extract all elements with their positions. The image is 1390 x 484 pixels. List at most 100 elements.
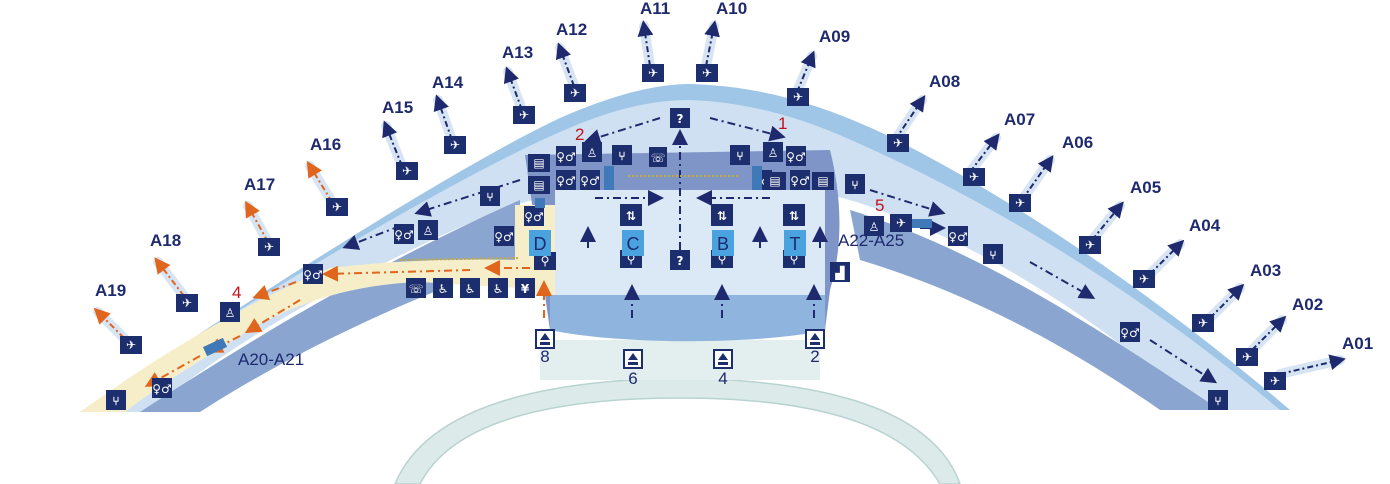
lounge-icon[interactable]: ♙ <box>763 142 783 162</box>
svg-text:⚲: ⚲ <box>627 252 636 266</box>
svg-text:✈: ✈ <box>402 164 412 178</box>
departure-plane-icon: ✈ <box>1079 236 1101 254</box>
restroom-icon[interactable]: ♀♂ <box>790 170 810 190</box>
gate-a14[interactable]: ✈ A14 <box>432 73 466 154</box>
departure-plane-icon: ✈ <box>564 84 586 102</box>
shop-icon[interactable]: ▤ <box>528 176 550 194</box>
svg-text:♙: ♙ <box>869 220 880 234</box>
gate-a04[interactable]: ✈A04 <box>1133 216 1221 288</box>
svg-text:♿: ♿ <box>438 282 449 296</box>
gate-a09[interactable]: ✈A09 <box>787 27 850 106</box>
restroom-icon[interactable]: ♀♂ <box>152 378 172 398</box>
restaurant-icon[interactable]: ⑂ <box>845 174 865 194</box>
area-label: A20-A21 <box>238 350 304 369</box>
gate-a01[interactable]: ✈A01 <box>1264 334 1373 390</box>
svg-text:⑂: ⑂ <box>989 248 996 262</box>
gate-label: A14 <box>432 73 464 92</box>
restaurant-icon[interactable]: ⑂ <box>1208 390 1228 410</box>
restroom-icon[interactable]: ♀♂ <box>556 170 576 190</box>
gate-a05[interactable]: ✈A05 <box>1079 178 1161 254</box>
entrance-4[interactable]: 4 <box>713 349 733 388</box>
svg-text:✈: ✈ <box>969 170 979 184</box>
lounge-icon[interactable]: ♙ <box>418 220 438 240</box>
baggage-icon[interactable]: ⚲ <box>534 252 556 270</box>
phone-icon[interactable]: ☏ <box>649 147 667 167</box>
escalator-icon[interactable] <box>752 166 762 190</box>
gate-a18[interactable]: ✈A18 <box>150 231 198 312</box>
elevator-icon[interactable]: ⇅ <box>620 204 642 226</box>
departure-plane-icon: ✈ <box>326 198 348 216</box>
gate-label: A16 <box>310 135 341 154</box>
gate-a06[interactable]: ✈A06 <box>1009 133 1093 212</box>
gate-a16[interactable]: ✈ A16 <box>305 135 348 216</box>
restroom-icon[interactable]: ♀♂ <box>303 264 323 284</box>
zone-c[interactable]: C <box>622 230 644 256</box>
restroom-icon[interactable]: ♀♂ <box>394 224 414 244</box>
gate-a17[interactable]: ✈A17 <box>243 175 280 256</box>
shop-icon[interactable]: ▤ <box>764 172 786 190</box>
elevator-icon[interactable]: ⇅ <box>783 204 805 226</box>
restaurant-icon[interactable]: ⑂ <box>480 186 500 206</box>
restaurant-icon[interactable]: ⑂ <box>106 390 126 410</box>
gate-a10[interactable]: ✈A10 <box>696 0 747 82</box>
gate-a13[interactable]: ✈A13 <box>502 43 535 124</box>
info-icon[interactable]: ? <box>670 250 690 270</box>
restaurant-icon[interactable]: ⑂ <box>983 244 1003 264</box>
restroom-icon[interactable]: ♀♂ <box>494 226 514 246</box>
currency-exchange-icon[interactable]: ¥ <box>515 278 535 298</box>
pier-inner-west <box>140 200 520 412</box>
zone-b[interactable]: B <box>712 230 734 256</box>
zone-t[interactable]: T <box>784 230 806 256</box>
escalator-icon[interactable] <box>202 337 228 357</box>
gate-a19[interactable]: ✈A19 <box>93 281 142 354</box>
svg-text:▤: ▤ <box>533 156 544 170</box>
escalator-icon[interactable] <box>535 198 545 208</box>
entrance-2[interactable]: 2 <box>805 329 825 366</box>
restroom-icon[interactable]: ♀♂ <box>786 146 806 166</box>
info-icon[interactable]: ? <box>670 108 690 128</box>
gate-a03[interactable]: ✈A03 <box>1192 261 1281 332</box>
entrance-6[interactable]: 6 <box>623 349 643 388</box>
escalator-icon[interactable] <box>912 219 932 228</box>
restroom-icon[interactable]: ♀♂ <box>1120 322 1140 342</box>
restroom-icon[interactable]: ♀♂ <box>524 206 544 226</box>
zone-d[interactable]: D <box>529 230 551 256</box>
phone-icon[interactable]: ☏ <box>406 278 426 298</box>
svg-text:♀♂: ♀♂ <box>394 228 414 242</box>
svg-text:♀♂: ♀♂ <box>786 150 806 164</box>
departure-plane-icon: ✈ <box>513 106 535 124</box>
gate-stem <box>153 257 189 301</box>
wheelchair-icon[interactable]: ♿ <box>433 278 453 298</box>
departure-plane-icon: ✈ <box>642 64 664 82</box>
departure-plane-icon[interactable]: ✈ <box>890 214 912 232</box>
wheelchair-icon[interactable]: ♿ <box>460 278 480 298</box>
entrance-8[interactable]: 8 <box>535 329 555 366</box>
stairs-icon[interactable]: ▟ <box>830 262 850 282</box>
elevator-icon[interactable]: ⇅ <box>711 204 733 226</box>
gate-a02[interactable]: ✈A02 <box>1236 295 1323 366</box>
lounge-icon[interactable]: ♙ <box>582 142 602 162</box>
zone-letter: D <box>534 234 547 254</box>
svg-text:♿: ♿ <box>493 282 504 296</box>
shop-icon[interactable]: ▤ <box>528 154 550 172</box>
restaurant-icon[interactable]: ⑂ <box>612 145 632 165</box>
restroom-icon[interactable]: ♀♂ <box>580 170 600 190</box>
gate-a15[interactable]: ✈A15 <box>381 98 418 180</box>
lounge-icon[interactable]: ♙ <box>864 216 884 236</box>
gate-a07[interactable]: ✈A07 <box>963 110 1035 186</box>
lounge-icon[interactable]: ♙ <box>220 302 240 322</box>
gate-arrow <box>503 66 523 111</box>
lounge-number: 2 <box>575 125 584 144</box>
departure-plane-icon: ✈ <box>444 136 466 154</box>
shop-icon[interactable]: ▤ <box>812 172 834 190</box>
escalator-icon[interactable] <box>604 166 614 190</box>
gate-a08[interactable]: ✈A08 <box>887 72 960 152</box>
gate-a11[interactable]: ✈A11 <box>637 0 670 82</box>
restaurant-icon[interactable]: ⑂ <box>730 145 750 165</box>
restroom-icon[interactable]: ♀♂ <box>948 226 968 246</box>
gate-a12[interactable]: ✈A12 <box>555 20 587 102</box>
wheelchair-icon[interactable]: ♿ <box>488 278 508 298</box>
svg-text:⑂: ⑂ <box>112 394 119 408</box>
restroom-icon[interactable]: ♀♂ <box>556 146 576 166</box>
